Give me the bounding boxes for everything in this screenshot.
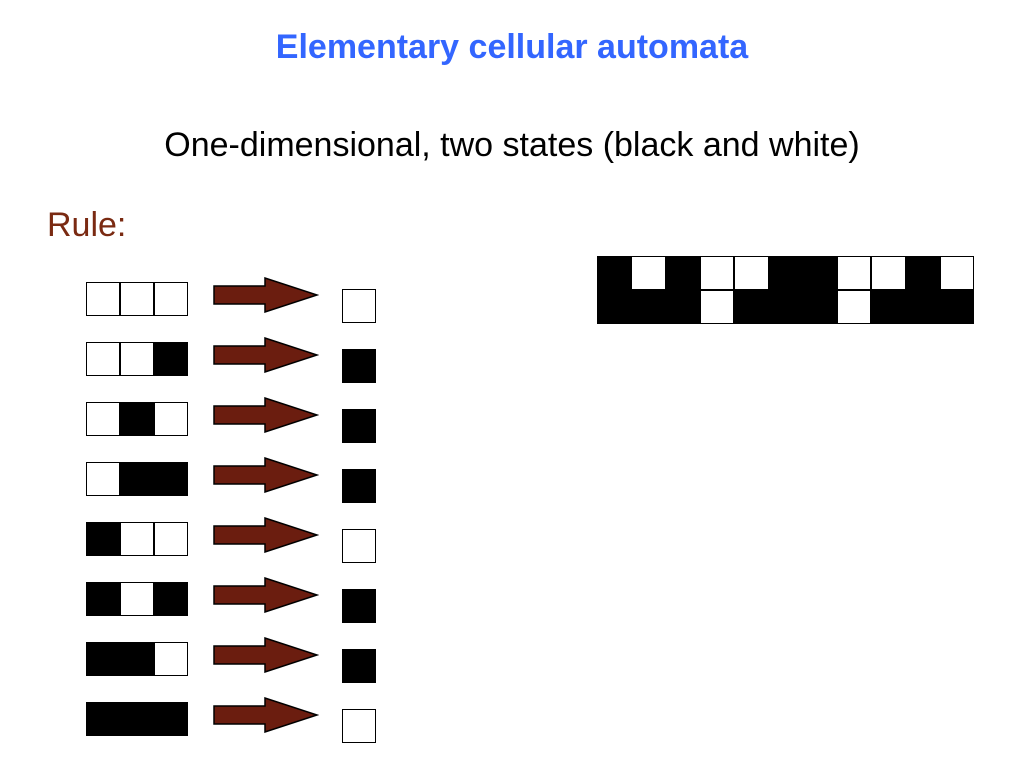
rule-6-neighborhood-cell-1 <box>86 582 120 616</box>
evolution-row-2-cell-1 <box>597 290 631 324</box>
evolution-row-1-cell-1 <box>597 256 631 290</box>
evolution-row-2-cell-6 <box>769 290 803 324</box>
evolution-row-2-cell-9 <box>871 290 906 324</box>
rule-2-result-cell <box>342 349 376 383</box>
rule-5-result-cell <box>342 529 376 563</box>
rule-8-neighborhood-cell-3 <box>154 702 188 736</box>
rule-label: Rule: <box>47 206 127 244</box>
rule-3-result-cell <box>342 409 376 443</box>
rule-1-neighborhood-cell-2 <box>120 282 154 316</box>
rule-4-neighborhood-cell-1 <box>86 462 120 496</box>
evolution-row-2-cell-2 <box>631 290 666 324</box>
evolution-row-1-cell-9 <box>871 256 906 290</box>
rule-6-result-cell <box>342 589 376 623</box>
rule-5-neighborhood-cell-2 <box>120 522 154 556</box>
page-title: Elementary cellular automata <box>275 28 749 66</box>
rule-7-result-cell <box>342 649 376 683</box>
rule-4-neighborhood-cell-3 <box>154 462 188 496</box>
right-arrow-icon <box>213 397 319 433</box>
evolution-row-1-cell-11 <box>940 256 974 290</box>
evolution-row-2-cell-11 <box>940 290 974 324</box>
rule-5-neighborhood-cell-1 <box>86 522 120 556</box>
rule-7-neighborhood-cell-3 <box>154 642 188 676</box>
rule-2-neighborhood-cell-3 <box>154 342 188 376</box>
rule-6-neighborhood-cell-2 <box>120 582 154 616</box>
right-arrow-icon <box>213 457 319 493</box>
right-arrow-icon <box>213 697 319 733</box>
rule-2-neighborhood-cell-1 <box>86 342 120 376</box>
rule-1-neighborhood-cell-3 <box>154 282 188 316</box>
evolution-row-2-cell-10 <box>906 290 940 324</box>
rule-8-neighborhood-cell-1 <box>86 702 120 736</box>
rule-7-neighborhood-cell-1 <box>86 642 120 676</box>
rule-3-neighborhood-cell-3 <box>154 402 188 436</box>
evolution-row-1-cell-6 <box>769 256 803 290</box>
right-arrow-icon <box>213 637 319 673</box>
rule-7-neighborhood-cell-2 <box>120 642 154 676</box>
evolution-row-1-cell-10 <box>906 256 940 290</box>
rule-3-neighborhood-cell-1 <box>86 402 120 436</box>
evolution-row-2-cell-8 <box>837 290 871 324</box>
evolution-row-2-cell-5 <box>734 290 769 324</box>
rule-6-neighborhood-cell-3 <box>154 582 188 616</box>
evolution-row-1-cell-7 <box>803 256 837 290</box>
right-arrow-icon <box>213 577 319 613</box>
evolution-row-1-cell-8 <box>837 256 871 290</box>
rule-8-result-cell <box>342 709 376 743</box>
rule-1-result-cell <box>342 289 376 323</box>
page-subtitle: One-dimensional, two states (black and w… <box>164 126 860 164</box>
rule-4-neighborhood-cell-2 <box>120 462 154 496</box>
rule-8-neighborhood-cell-2 <box>120 702 154 736</box>
evolution-row-2-cell-4 <box>700 290 734 324</box>
evolution-row-1-cell-4 <box>700 256 734 290</box>
evolution-row-1-cell-3 <box>666 256 700 290</box>
evolution-row-1-cell-5 <box>734 256 769 290</box>
evolution-row-1-cell-2 <box>631 256 666 290</box>
right-arrow-icon <box>213 517 319 553</box>
evolution-row-2-cell-3 <box>666 290 700 324</box>
rule-3-neighborhood-cell-2 <box>120 402 154 436</box>
right-arrow-icon <box>213 337 319 373</box>
right-arrow-icon <box>213 277 319 313</box>
rule-1-neighborhood-cell-1 <box>86 282 120 316</box>
rule-4-result-cell <box>342 469 376 503</box>
rule-2-neighborhood-cell-2 <box>120 342 154 376</box>
rule-5-neighborhood-cell-3 <box>154 522 188 556</box>
evolution-row-2-cell-7 <box>803 290 837 324</box>
